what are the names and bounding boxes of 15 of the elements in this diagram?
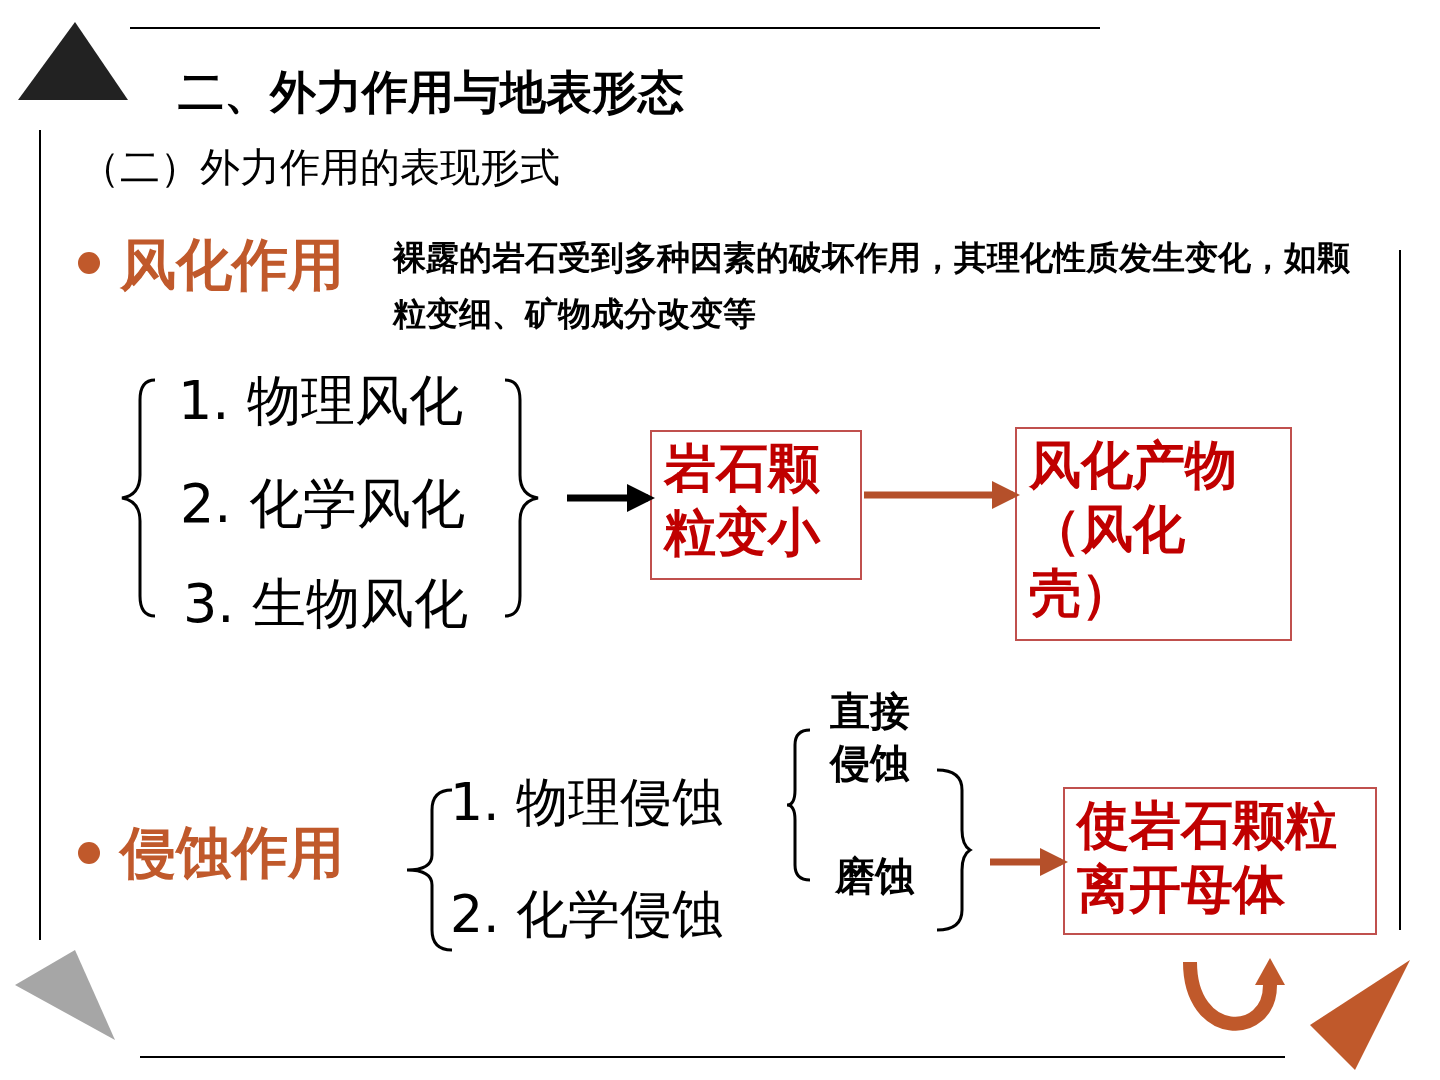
list-item: 1. 物理风化 <box>178 368 463 434</box>
list-item: 2. 化学侵蚀 <box>450 883 725 946</box>
list-item: 2. 化学风化 <box>180 471 465 537</box>
list-item: 3. 生物风化 <box>183 571 468 637</box>
sub-item: 直接侵蚀 <box>830 687 911 788</box>
section-heading: 侵蚀作用 <box>120 819 344 887</box>
subtitle: （二）外力作用的表现形式 <box>80 143 560 192</box>
list-item: 1. 物理侵蚀 <box>450 771 725 834</box>
definition-text: 裸露的岩石受到多种因素的破坏作用，其理化性质发生变化，如颗粒变细、矿物成分改变等 <box>393 237 1351 335</box>
result-box: 使岩石颗粒离开母体 <box>1063 787 1377 935</box>
section-heading: 风化作用 <box>120 231 344 299</box>
result-box: 风化产物（风化壳） <box>1015 427 1292 641</box>
title: 二、外力作用与地表形态 <box>178 64 684 121</box>
result-box: 岩石颗粒变小 <box>650 430 862 580</box>
sub-item: 磨蚀 <box>835 852 916 901</box>
